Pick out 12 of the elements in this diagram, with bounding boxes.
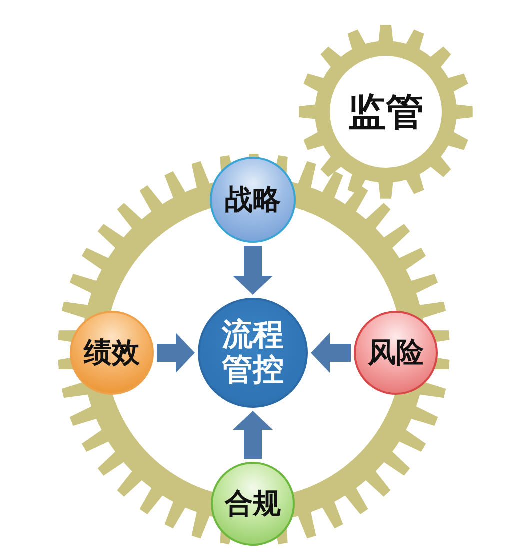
arrow <box>233 246 273 295</box>
circle-node: 战略 <box>210 157 296 243</box>
gear <box>299 25 473 199</box>
gear-label: 监管 <box>348 88 424 136</box>
gear <box>58 154 450 546</box>
circle-node: 风险 <box>354 311 438 395</box>
circle-node: 绩效 <box>70 311 154 395</box>
hub-circle: 流程管控 <box>198 298 308 408</box>
arrow <box>311 333 351 373</box>
arrow <box>157 333 195 373</box>
circle-node: 合规 <box>211 462 295 546</box>
arrow <box>233 411 273 459</box>
